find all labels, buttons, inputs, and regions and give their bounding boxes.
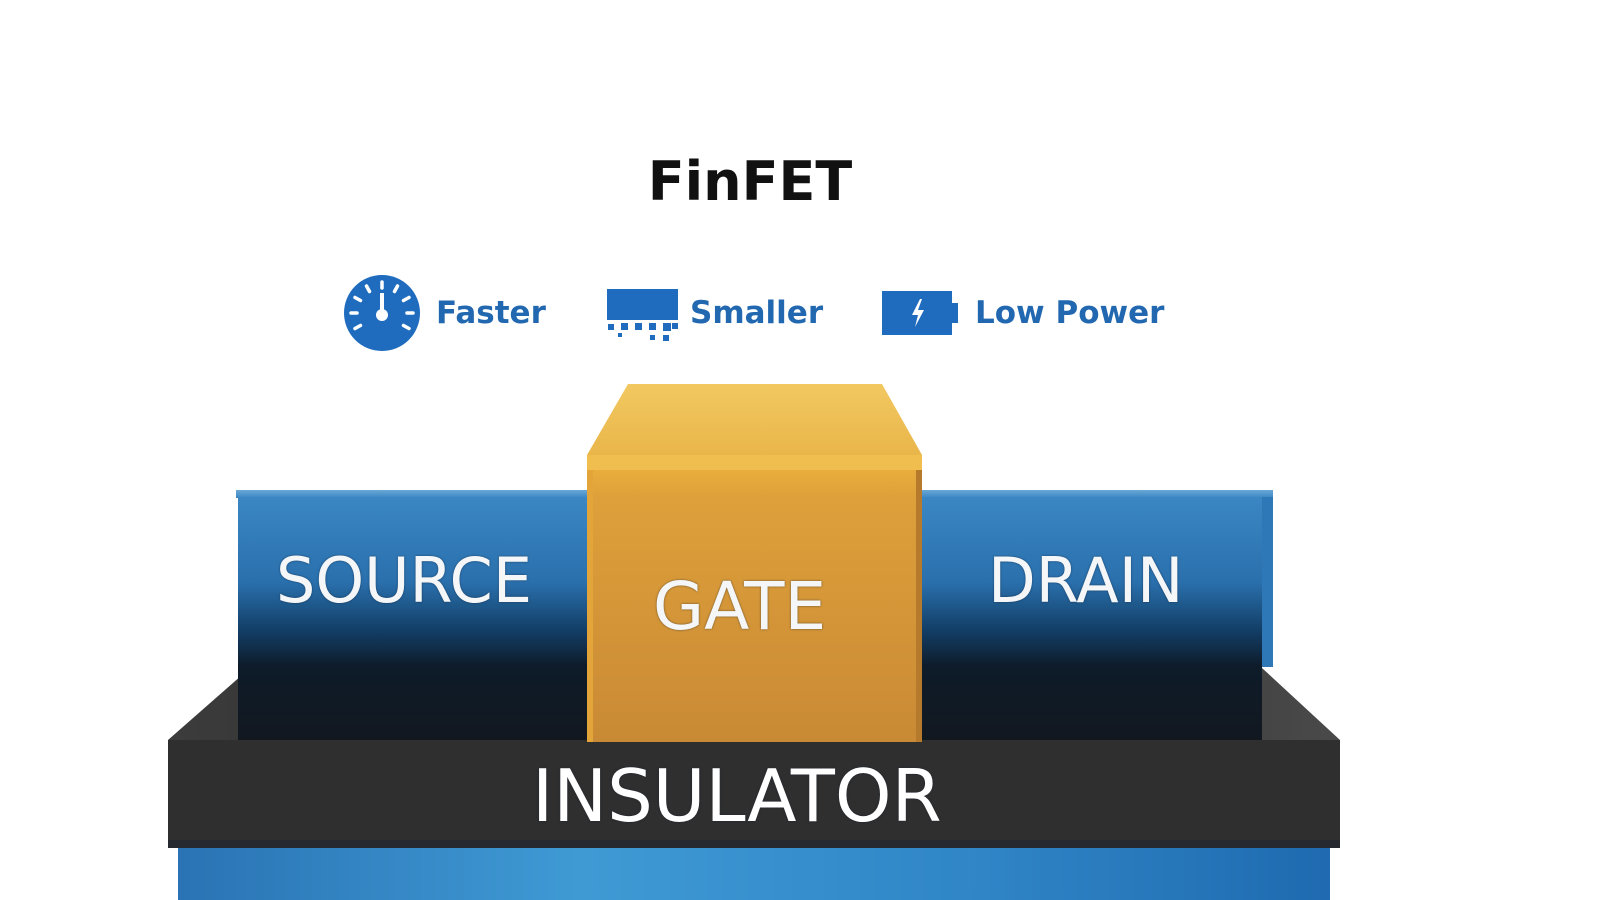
feature-label: Low Power xyxy=(975,295,1165,331)
insulator-label: INSULATOR xyxy=(532,754,942,838)
feature-label: Faster xyxy=(436,295,546,331)
gate-label: GATE xyxy=(653,568,827,645)
source-label: SOURCE xyxy=(276,544,532,617)
diagram-title: FinFET xyxy=(647,150,853,213)
feature-label: Smaller xyxy=(690,295,824,331)
battery-icon xyxy=(881,288,961,338)
feature-low-power: Low Power xyxy=(881,272,1164,354)
gate-front-face xyxy=(587,470,922,742)
feature-smaller: Smaller xyxy=(606,272,823,354)
chip-shrink-icon xyxy=(606,283,680,343)
speedometer-icon xyxy=(342,273,422,353)
drain-label: DRAIN xyxy=(988,544,1184,617)
substrate xyxy=(178,846,1330,900)
insulator-front-face xyxy=(168,740,1340,848)
feature-faster: Faster xyxy=(342,272,546,354)
gate-top-face xyxy=(587,384,922,455)
